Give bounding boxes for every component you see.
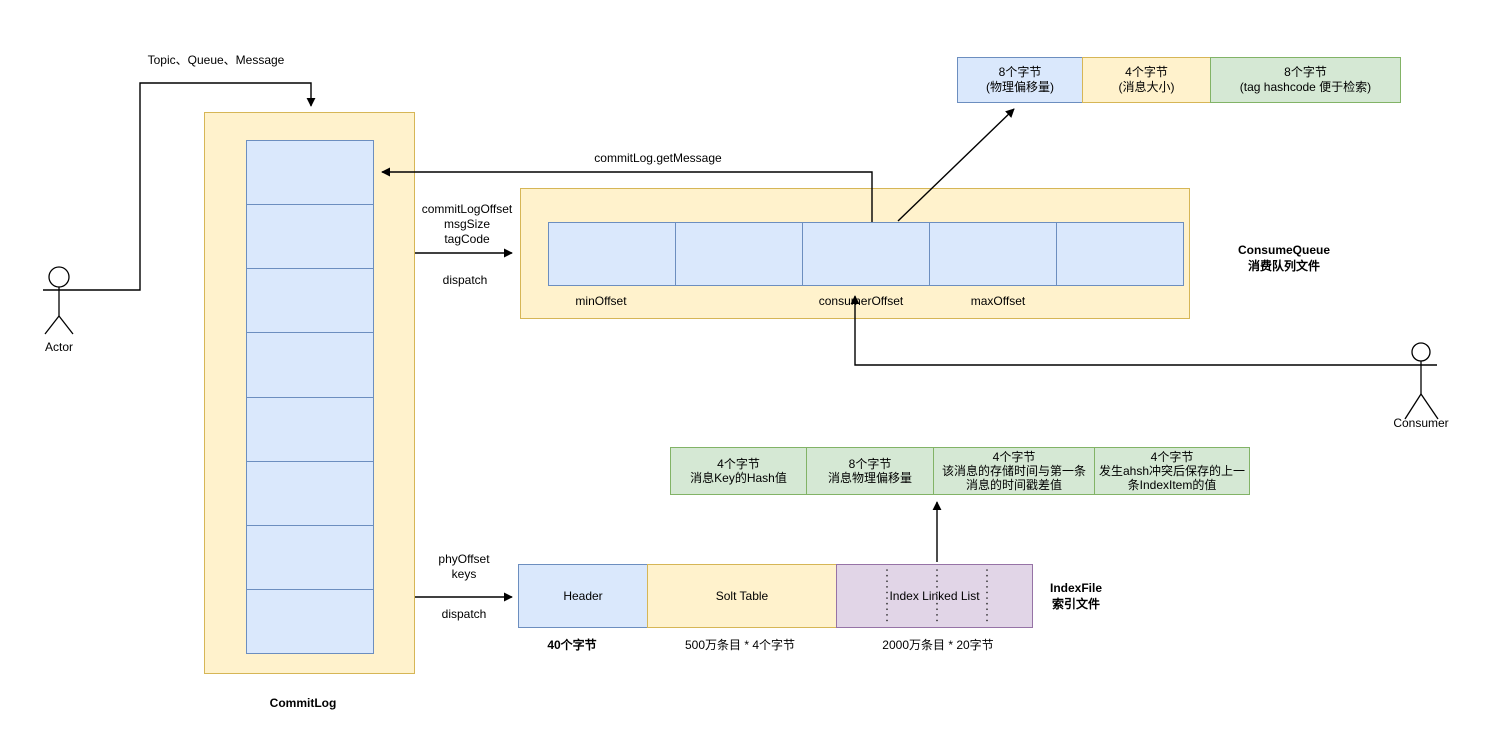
indexfile-linkedlist-capacity: 2000万条目 * 20字节: [882, 638, 994, 652]
commitlog-title: CommitLog: [269, 696, 337, 710]
cq-entry-phyoffset-box: 8个字节 (物理偏移量): [957, 57, 1083, 103]
indexfile-linkedlist-box: Index Linked List: [836, 564, 1033, 628]
index-entry-timediff-line2: 该消息的存储时间与第一条: [941, 464, 1086, 478]
indexfile-row: Header Solt Table Index Linked List: [518, 564, 1033, 628]
indexfile-title: IndexFile 索引文件: [1016, 580, 1136, 612]
min-offset-label: minOffset: [575, 294, 627, 308]
index-entry-prev592item-box: 4个字节 发生ahsh冲突后保存的上一 条IndexItem的值: [1094, 447, 1250, 495]
indexfile-linkedlist-label: Index Linked List: [889, 588, 980, 603]
consumer-head: [1411, 342, 1431, 362]
cq-entry-msgsize-desc: (消息大小): [1118, 80, 1175, 94]
cq-entry-taghash-size: 8个字节: [1284, 65, 1327, 79]
indexfile-slottable-label: Solt Table: [715, 588, 769, 603]
commitlog-segment: [246, 524, 374, 590]
consumequeue-cell: [1056, 222, 1184, 286]
index-entry-keyhash-line2: 消息Key的Hash值: [690, 471, 787, 485]
indexfile-header-capacity: 40个字节: [547, 638, 597, 652]
consumequeue-row: [548, 222, 1184, 286]
indexfile-title-line2: 索引文件: [1051, 597, 1100, 611]
actor-leg-left: [44, 315, 60, 335]
index-entry-phyoffset-line2: 消息物理偏移量: [827, 471, 912, 485]
index-entry-timediff-line1: 4个字节: [992, 450, 1036, 464]
max-offset-label: maxOffset: [970, 294, 1026, 308]
commitlog-segment: [246, 268, 374, 334]
indexfile-slottable-capacity: 500万条目 * 4个字节: [684, 638, 796, 652]
actor-label: Actor: [44, 340, 73, 354]
cq-entry-phyoffset-desc: (物理偏移量): [986, 80, 1054, 94]
consumer-offset-label: consumerOffset: [818, 294, 904, 308]
cq-dispatch-action: dispatch: [442, 273, 488, 287]
consumequeue-title: ConsumeQueue 消费队列文件: [1204, 242, 1364, 274]
index-entry-timediff-box: 4个字节 该消息的存储时间与第一条 消息的时间戳差值: [933, 447, 1095, 495]
indexfile-title-line1: IndexFile: [1049, 581, 1102, 595]
commitlog-segment: [246, 140, 374, 206]
index-entry-phyoffset-line1: 8个字节: [848, 457, 892, 471]
consumequeue-title-line2: 消费队列文件: [1247, 259, 1320, 273]
commitlog-stack: [246, 140, 374, 654]
index-dispatch-field-2: keys: [451, 567, 477, 581]
indexfile-header-label: Header: [563, 588, 603, 603]
cq-entry-taghash-desc: (tag hashcode 便于检索): [1239, 80, 1372, 94]
index-entry-previtem-line1: 4个字节: [1150, 450, 1194, 464]
consumer-figure: [1404, 342, 1439, 420]
index-dispatch-field-1: phyOffset: [438, 552, 490, 566]
consumequeue-cell: [802, 222, 930, 286]
send-flow-label: Topic、Queue、Message: [147, 53, 285, 67]
indexfile-header-box: Header: [518, 564, 648, 628]
indexfile-slottable-box: Solt Table: [647, 564, 837, 628]
consumequeue-cell: [548, 222, 676, 286]
index-dispatch-action: dispatch: [441, 607, 487, 621]
index-entry-timediff-line3: 消息的时间戳差值: [965, 478, 1062, 492]
index-entry-keyhash-line1: 4个字节: [717, 457, 760, 471]
index-entry-previtem-line3: 条IndexItem的值: [1127, 478, 1217, 492]
commitlog-segment: [246, 460, 374, 526]
index-entry-format-row: 4个字节 消息Key的Hash值 8个字节 消息物理偏移量 4个字节 该消息的存…: [670, 447, 1250, 495]
commitlog-segment: [246, 396, 374, 462]
cq-entry-msgsize-size: 4个字节: [1125, 65, 1168, 79]
commitlog-segment: [246, 332, 374, 398]
commitlog-segment: [246, 588, 374, 654]
get-message-label: commitLog.getMessage: [594, 151, 722, 165]
index-entry-previtem-line2: 发生ahsh冲突后保存的上一: [1098, 464, 1246, 478]
cq-entry-phyoffset-size: 8个字节: [998, 65, 1042, 79]
actor-figure: [44, 266, 74, 335]
cq-entry-taghash-box: 8个字节 (tag hashcode 便于检索): [1210, 57, 1401, 103]
cq-dispatch-field-3: tagCode: [444, 232, 490, 246]
cq-dispatch-field-1: commitLogOffset: [421, 202, 513, 216]
consumequeue-cell: [675, 222, 803, 286]
commitlog-segment: [246, 204, 374, 270]
index-entry-phyoffset-box: 8个字节 消息物理偏移量: [806, 447, 934, 495]
index-dispatch-fields: phyOffset keys: [384, 552, 544, 582]
consumequeue-cell: [929, 222, 1057, 286]
consumer-label: Consumer: [1393, 416, 1449, 430]
consumequeue-title-line1: ConsumeQueue: [1237, 243, 1330, 257]
cq-entry-format-row: 8个字节 (物理偏移量) 4个字节 (消息大小) 8个字节 (tag hashc…: [957, 57, 1401, 103]
actor-head: [48, 266, 70, 288]
cq-dispatch-field-2: msgSize: [443, 217, 490, 231]
index-entry-keyhash-box: 4个字节 消息Key的Hash值: [670, 447, 807, 495]
cq-entry-msgsize-box: 4个字节 (消息大小): [1082, 57, 1211, 103]
actor-leg-right: [58, 315, 74, 335]
cq-dispatch-fields: commitLogOffset msgSize tagCode: [387, 202, 547, 247]
